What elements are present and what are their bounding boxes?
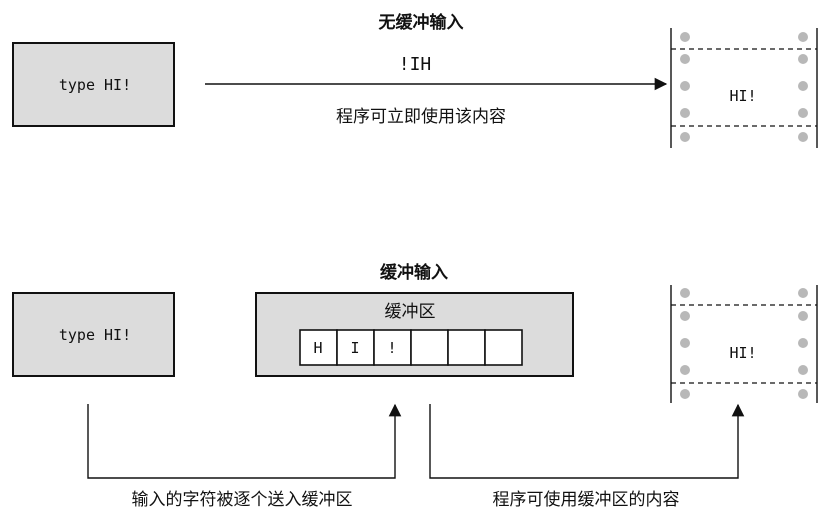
buffer-cell-char: H — [313, 339, 322, 357]
buffered-section: 缓冲输入 type HI! 缓冲区 H I ! — [12, 262, 818, 510]
buffer-cell — [410, 329, 449, 366]
unbuffered-title: 无缓冲输入 — [378, 12, 464, 33]
buffered-keyboard-box — [12, 292, 175, 377]
unbuffered-keyboard-box — [12, 42, 175, 127]
buffer-cell-char: I — [350, 339, 359, 357]
buffered-output-text: HI! — [729, 344, 756, 362]
buffer-label: 缓冲区 — [385, 302, 436, 322]
buffered-output-film: HI! — [670, 285, 818, 403]
unbuffered-caption: 程序可立即使用该内容 — [336, 106, 506, 127]
unbuffered-transit-chars: !IH — [399, 54, 432, 75]
buffered-caption-right: 程序可使用缓冲区的内容 — [493, 489, 680, 510]
keyboard-to-buffer-arrow — [87, 403, 402, 479]
buffer-cell — [373, 329, 412, 366]
buffered-caption-left: 输入的字符被逐个送入缓冲区 — [132, 490, 353, 510]
buffer-cell — [299, 329, 338, 366]
buffer-cell — [447, 329, 486, 366]
buffer-to-program-arrow — [429, 403, 745, 479]
buffered-title: 缓冲输入 — [380, 262, 448, 283]
unbuffered-keyboard-text: type HI! — [59, 76, 131, 94]
unbuffered-output-text: HI! — [729, 87, 756, 105]
buffer-cells: H I ! — [299, 329, 523, 366]
buffer-cell — [484, 329, 523, 366]
unbuffered-output-film: HI! — [670, 28, 818, 148]
buffered-keyboard-text: type HI! — [59, 326, 131, 344]
unbuffered-section: 无缓冲输入 type HI! !IH 程序可立即使用该内容 HI! — [12, 12, 818, 148]
buffer-cell-char: ! — [387, 339, 396, 357]
